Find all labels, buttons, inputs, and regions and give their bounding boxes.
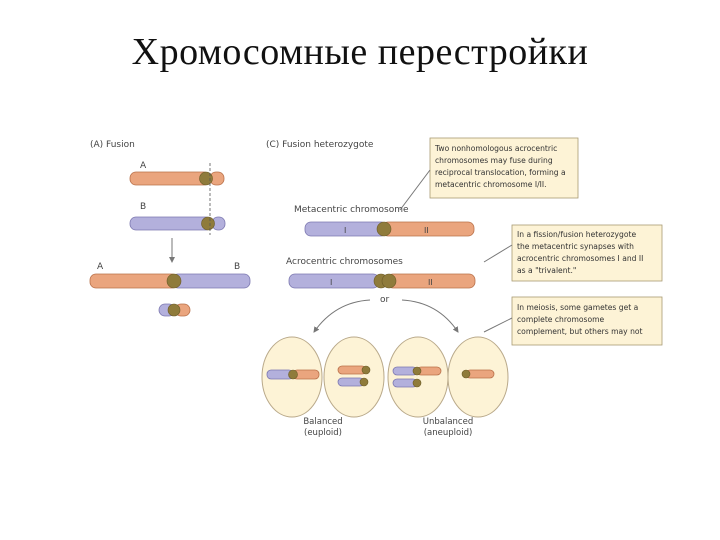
or-label: or <box>380 295 390 305</box>
callout-2-line4: as a "trivalent." <box>517 266 576 275</box>
chromosome-a-centromere <box>199 171 213 186</box>
acrocentric-roman-ii: II <box>428 278 433 287</box>
fused-chromosome-arm-a <box>89 273 179 289</box>
acrocentric-roman-i: I <box>330 278 332 287</box>
callout-3-pointer <box>483 317 513 333</box>
unbalanced-label-line2: (aneuploid) <box>424 428 473 438</box>
fused-chromosome-arm-b <box>171 273 251 289</box>
balanced-label-line2: (euploid) <box>304 428 342 438</box>
merged-label-b: B <box>234 262 240 272</box>
callout-1-line4: metacentric chromosome I/II. <box>435 180 547 189</box>
fused-centromere <box>166 273 182 289</box>
segregation-arrow-right <box>401 299 459 333</box>
callout-box-2 <box>511 224 663 282</box>
callout-1-line2: chromosomes may fuse during <box>435 156 553 165</box>
callout-3-line2: complete chromosome <box>517 315 605 324</box>
callout-box-3 <box>511 296 663 346</box>
small-fragment-centromere <box>167 303 181 317</box>
chromosome-a-label: A <box>140 161 147 171</box>
acrocentric-label: Acrocentric chromosomes <box>286 257 403 267</box>
panel-a-title: (A) Fusion <box>90 140 135 150</box>
merged-label-a: A <box>97 262 104 272</box>
chromosome-b-centromere <box>201 216 215 231</box>
gamete-cell-2 <box>323 336 385 418</box>
callout-3-line1: In meiosis, some gametes get a <box>517 303 638 312</box>
unbalanced-label-line1: Unbalanced <box>423 417 473 427</box>
acrocentric-ii-centromere <box>381 273 397 289</box>
slide-title: Хромосомные перестройки <box>131 31 589 73</box>
callout-3-line3: complement, but others may not <box>517 327 643 336</box>
metacentric-centromere <box>376 221 392 237</box>
balanced-label-line1: Balanced <box>303 417 342 427</box>
panel-c-title: (C) Fusion heterozygote <box>266 140 374 150</box>
segregation-arrow-left <box>313 299 371 333</box>
chromosome-b <box>129 216 213 231</box>
chromosome-b-label: B <box>140 202 146 212</box>
callout-1-pointer <box>399 169 431 211</box>
chromosome-a <box>129 171 211 186</box>
callout-2-line3: acrocentric chromosomes I and II <box>517 254 643 263</box>
callout-2-line2: the metacentric synapses with <box>517 242 634 251</box>
callout-1-line3: reciprocal translocation, forming a <box>435 168 566 177</box>
gamete-cell-3 <box>387 336 449 418</box>
metacentric-label: Metacentric chromosome <box>294 205 409 215</box>
callout-1-line1: Two nonhomologous acrocentric <box>434 144 557 153</box>
callout-2-line1: In a fission/fusion heterozygote <box>517 230 636 239</box>
metacentric-roman-i: I <box>344 226 346 235</box>
metacentric-roman-ii: II <box>424 226 429 235</box>
acrocentric-chromosome-i <box>288 273 380 289</box>
callout-2-pointer <box>483 244 513 263</box>
callout-box-1 <box>429 137 579 199</box>
